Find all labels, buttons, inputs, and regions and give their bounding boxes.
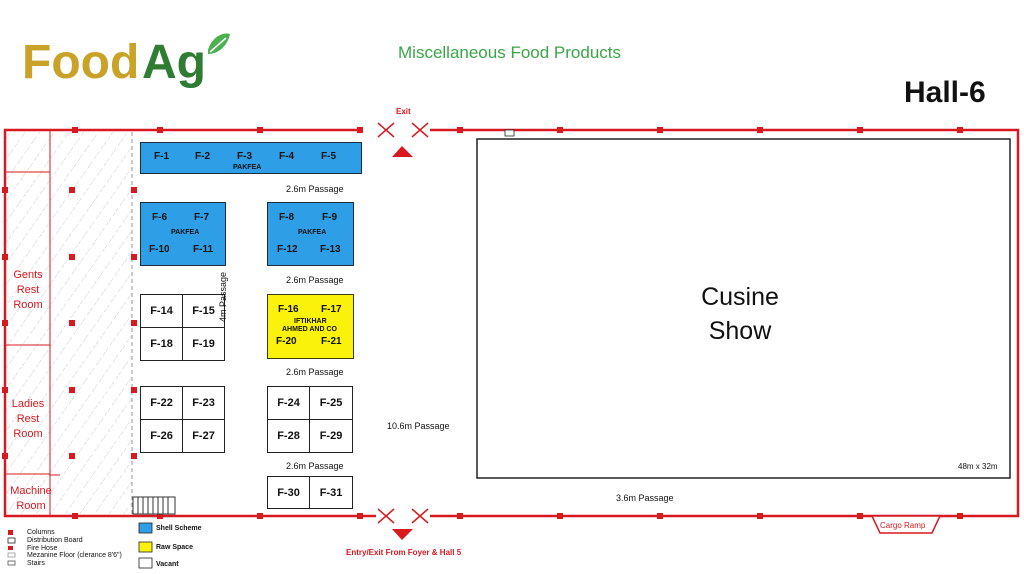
passage-label-bottom: 3.6m Passage	[616, 493, 674, 503]
stall-f31[interactable]: F-31	[309, 476, 353, 509]
stall-f12[interactable]: F-12	[277, 244, 298, 255]
stall-f22[interactable]: F-22	[140, 386, 183, 420]
entry-exit-label: Entry/Exit From Foyer & Hall 5	[346, 548, 462, 557]
legend-columns: Columns	[27, 529, 55, 536]
top-exit-doors	[377, 122, 429, 138]
stall-owner: PAKFEA	[171, 229, 200, 236]
stairs-icon	[132, 496, 176, 515]
passage-label-vertical: 4m Passage	[218, 271, 228, 322]
stall-block-a[interactable]: F-6 F-7 PAKFEA F-10 F-11	[140, 202, 226, 266]
stall-block-b[interactable]: F-8 F-9 PAKFEA F-12 F-13	[267, 202, 354, 266]
legend-symbols	[7, 522, 153, 569]
distribution-board-icon	[504, 129, 515, 137]
hall-title: Hall-6	[904, 76, 986, 109]
stall-f30[interactable]: F-30	[267, 476, 310, 509]
stall-f24[interactable]: F-24	[267, 386, 310, 420]
cargo-ramp-label: Cargo Ramp	[880, 521, 926, 530]
stall-f1[interactable]: F-1	[154, 151, 169, 162]
stall-f29[interactable]: F-29	[309, 419, 353, 453]
legend-distribution-board: Distribution Board	[27, 537, 83, 544]
passage-label: 2.6m Passage	[286, 367, 344, 377]
entry-arrow-icon	[392, 529, 413, 540]
stall-f28[interactable]: F-28	[267, 419, 310, 453]
stall-f7[interactable]: F-7	[194, 212, 209, 223]
columns	[2, 127, 963, 519]
bottom-entry-doors	[377, 508, 429, 524]
stall-f21[interactable]: F-21	[321, 336, 342, 347]
stall-f18[interactable]: F-18	[140, 327, 183, 361]
stall-f16[interactable]: F-16	[278, 304, 299, 315]
stall-block-row1[interactable]: F-1 F-2 F-3 F-4 F-5 PAKFEA	[140, 142, 362, 174]
stall-owner: PAKFEA	[298, 229, 327, 236]
passage-label-wide: 10.6m Passage	[387, 421, 450, 431]
stall-f26[interactable]: F-26	[140, 419, 183, 453]
passage-label: 2.6m Passage	[286, 275, 344, 285]
logo-ag-text: Ag	[142, 36, 206, 89]
stall-f14[interactable]: F-14	[140, 294, 183, 328]
stall-f4[interactable]: F-4	[279, 151, 294, 162]
cusine-show-area	[476, 138, 1011, 479]
exit-label: Exit	[396, 107, 411, 116]
stall-f25[interactable]: F-25	[309, 386, 353, 420]
stall-f3[interactable]: F-3	[237, 151, 252, 162]
legend-vacant: Vacant	[156, 561, 179, 568]
legend-shell-scheme: Shell Scheme	[156, 525, 202, 532]
passage-label: 2.6m Passage	[286, 461, 344, 471]
cargo-ramp	[870, 515, 942, 534]
passage-label: 2.6m Passage	[286, 184, 344, 194]
stall-f17[interactable]: F-17	[321, 304, 342, 315]
stall-f9[interactable]: F-9	[322, 212, 337, 223]
stall-f27[interactable]: F-27	[182, 419, 225, 453]
legend-fire-hose: Fire Hose	[27, 545, 58, 552]
legend-raw-space: Raw Space	[156, 544, 193, 551]
stall-f20[interactable]: F-20	[276, 336, 297, 347]
stall-f19[interactable]: F-19	[182, 327, 225, 361]
stall-f11[interactable]: F-11	[193, 244, 214, 255]
stall-f5[interactable]: F-5	[321, 151, 336, 162]
logo-food-text: Food	[22, 36, 139, 89]
stall-f13[interactable]: F-13	[320, 244, 341, 255]
page-subtitle: Miscellaneous Food Products	[398, 43, 622, 62]
legend-stairs: Stairs	[27, 560, 45, 567]
stall-block-d[interactable]: F-16 F-17 IFTIKHAR AHMED AND CO F-20 F-2…	[267, 294, 354, 359]
legend-mezanine: Mezanine Floor (clerance 8'6")	[27, 552, 122, 559]
stall-f23[interactable]: F-23	[182, 386, 225, 420]
stall-f10[interactable]: F-10	[149, 244, 170, 255]
stall-owner-line1: IFTIKHAR	[294, 318, 327, 325]
exit-arrow-icon	[392, 146, 413, 157]
stall-owner-line2: AHMED AND CO	[282, 326, 337, 333]
stall-f8[interactable]: F-8	[279, 212, 294, 223]
stall-f15[interactable]: F-15	[182, 294, 225, 328]
room-partitions	[5, 130, 60, 516]
stall-f2[interactable]: F-2	[195, 151, 210, 162]
cusine-dimensions: 48m x 32m	[958, 462, 998, 471]
cusine-show-label: Cusine Show	[701, 283, 779, 345]
stall-f6[interactable]: F-6	[152, 212, 167, 223]
foodag-logo: Food Ag	[22, 33, 230, 89]
stall-owner: PAKFEA	[233, 164, 262, 171]
